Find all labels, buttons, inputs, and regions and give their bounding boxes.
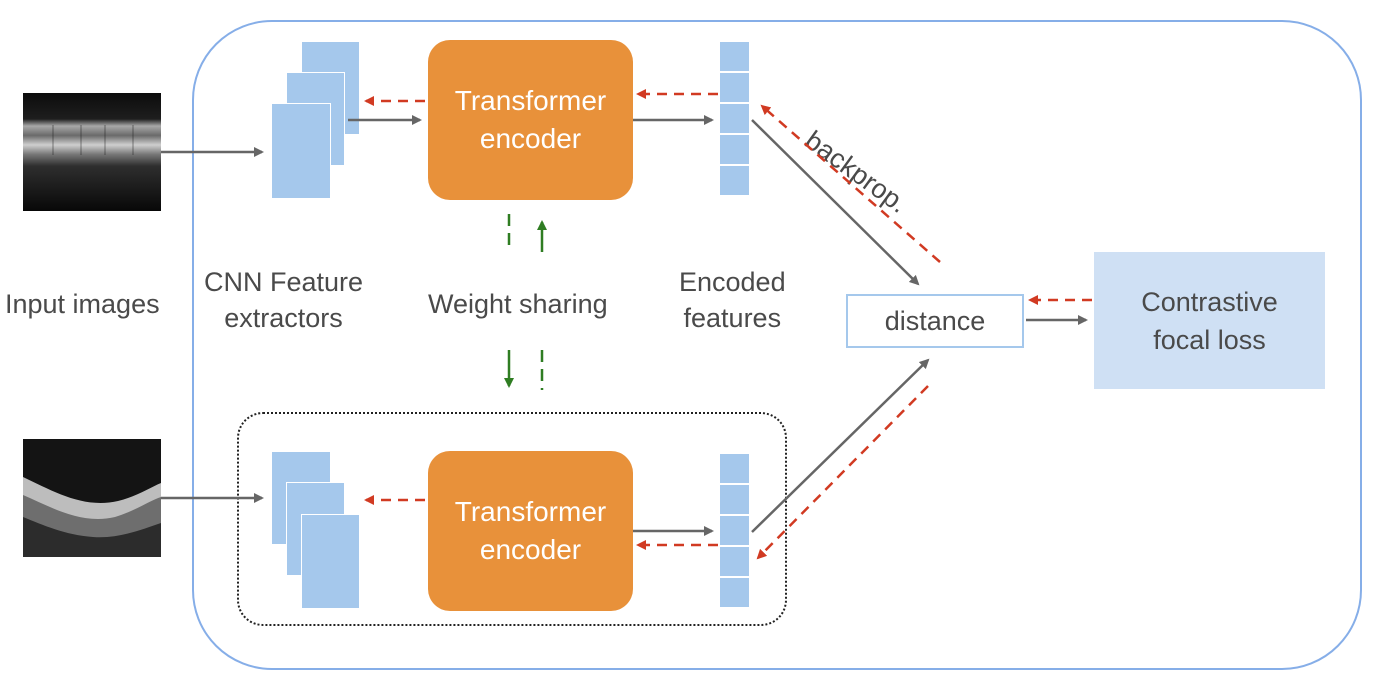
vector-cell — [719, 165, 750, 196]
vector-cell — [719, 577, 750, 608]
backprop-arrow — [756, 385, 929, 560]
cnn-feature-extractors-label: CNN Feature extractors — [204, 264, 363, 336]
vector-cell — [719, 515, 750, 546]
forward-arrow — [751, 119, 920, 286]
encoder-bottom-line1: Transformer — [454, 496, 607, 527]
cnn-label-line1: CNN Feature — [204, 267, 364, 297]
encoded-label-line1: Encoded — [679, 267, 786, 297]
transformer-encoder-bottom: Transformer encoder — [428, 451, 633, 611]
encoded-vector-bottom — [719, 453, 750, 608]
forward-arrow — [751, 358, 930, 533]
loss-line2: focal loss — [1153, 324, 1266, 355]
vector-cell — [719, 134, 750, 165]
encoded-label-line2: features — [683, 303, 782, 333]
encoder-top-line2: encoder — [479, 123, 582, 154]
vector-cell — [719, 546, 750, 577]
vector-cell — [719, 453, 750, 484]
loss-line1: Contrastive — [1141, 286, 1278, 317]
encoded-features-label: Encoded features — [679, 264, 786, 336]
backprop-arrow — [760, 104, 941, 263]
feature-map-bottom-front — [301, 514, 360, 609]
siamese-network-frame — [192, 20, 1362, 670]
encoded-vector-top — [719, 41, 750, 196]
vector-cell — [719, 72, 750, 103]
feature-map-top-front — [271, 103, 331, 199]
vector-cell — [719, 484, 750, 515]
vector-cell — [719, 103, 750, 134]
distance-box: distance — [846, 294, 1024, 348]
encoder-top-line1: Transformer — [454, 85, 607, 116]
distance-label: distance — [884, 305, 986, 336]
input-image-bottom — [23, 439, 161, 557]
shared-branch-box — [237, 412, 787, 626]
encoder-bottom-line2: encoder — [479, 534, 582, 565]
transformer-encoder-top: Transformer encoder — [428, 40, 633, 200]
input-images-label: Input images — [5, 289, 160, 319]
input-image-top — [23, 93, 161, 211]
contrastive-focal-loss-box: Contrastive focal loss — [1094, 252, 1325, 389]
cnn-label-line2: extractors — [224, 303, 343, 333]
weight-sharing-label: Weight sharing — [428, 289, 608, 319]
vector-cell — [719, 41, 750, 72]
